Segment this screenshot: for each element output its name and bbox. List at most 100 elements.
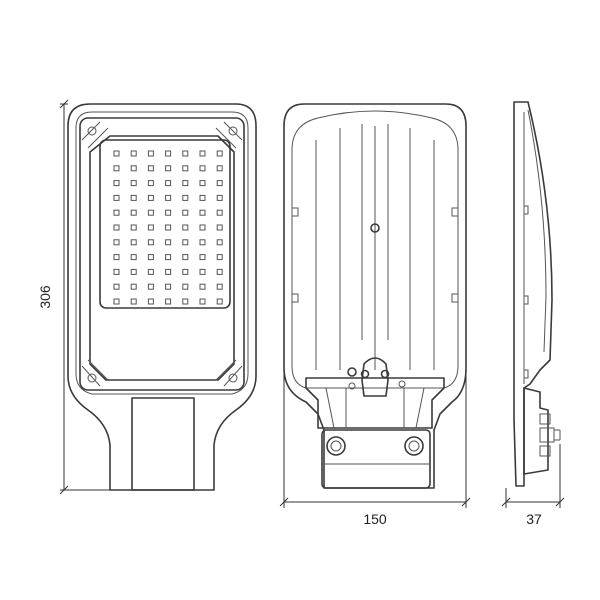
led-chip	[165, 194, 172, 201]
rear-bracket-arms	[325, 387, 425, 429]
led-chip	[216, 150, 223, 157]
cooling-fins	[315, 124, 435, 370]
width-dimension: 150	[279, 370, 471, 527]
led-chip	[147, 224, 154, 231]
led-chip	[130, 283, 137, 290]
led-chip	[130, 209, 137, 216]
led-chip	[216, 180, 223, 187]
led-chip	[199, 268, 206, 275]
front-light-panel	[89, 135, 235, 381]
led-chip	[130, 165, 137, 172]
led-chip	[165, 209, 172, 216]
led-chip	[147, 194, 154, 201]
led-chip	[199, 239, 206, 246]
height-dimension: 306	[37, 99, 110, 495]
side-mount-body	[523, 387, 549, 475]
led-chip	[199, 194, 206, 201]
led-chip	[130, 254, 137, 261]
front-housing-outline	[67, 103, 257, 491]
depth-dimension-label: 37	[526, 511, 542, 527]
side-glass-profile	[527, 109, 547, 353]
led-chip	[147, 209, 154, 216]
led-chip	[130, 224, 137, 231]
led-chip	[130, 150, 137, 157]
led-chip	[165, 150, 172, 157]
led-chip	[216, 254, 223, 261]
led-chip	[113, 283, 120, 290]
led-chip	[165, 224, 172, 231]
led-chip	[182, 298, 189, 305]
led-chip	[130, 268, 137, 275]
led-chip	[147, 283, 154, 290]
led-chip	[165, 268, 172, 275]
led-chip	[199, 209, 206, 216]
led-chip	[199, 254, 206, 261]
led-chip	[216, 268, 223, 275]
led-chip	[182, 239, 189, 246]
led-chip	[165, 180, 172, 187]
led-chip	[182, 268, 189, 275]
depth-dimension: 37	[501, 444, 565, 527]
led-chip	[216, 283, 223, 290]
led-chip	[182, 150, 189, 157]
led-chip	[182, 180, 189, 187]
led-chip	[165, 165, 172, 172]
height-dimension-label: 306	[37, 285, 53, 309]
led-chip	[199, 283, 206, 290]
led-chip	[113, 194, 120, 201]
side-view	[513, 101, 561, 487]
led-chip	[182, 209, 189, 216]
led-chip	[147, 268, 154, 275]
front-view	[67, 103, 257, 491]
rear-mounting-bracket	[305, 377, 445, 429]
led-chip	[113, 224, 120, 231]
led-chip	[216, 224, 223, 231]
led-chip	[199, 224, 206, 231]
led-chip	[165, 254, 172, 261]
rear-view	[283, 103, 467, 489]
led-chip	[130, 180, 137, 187]
rear-center-hole	[370, 223, 380, 233]
led-chip	[216, 194, 223, 201]
rear-housing-inner	[291, 110, 459, 389]
led-chip	[147, 254, 154, 261]
led-chip	[113, 209, 120, 216]
led-chip	[113, 254, 120, 261]
led-chip	[113, 298, 120, 305]
led-chip	[113, 165, 120, 172]
led-chip	[113, 180, 120, 187]
led-chip	[182, 254, 189, 261]
led-chip	[216, 209, 223, 216]
led-chip	[130, 194, 137, 201]
led-chip	[113, 150, 120, 157]
led-chip	[199, 150, 206, 157]
led-chip	[216, 298, 223, 305]
led-chip	[182, 165, 189, 172]
side-tabs	[524, 205, 529, 379]
front-mounting-neck	[131, 397, 195, 491]
led-chip	[182, 194, 189, 201]
led-chip	[147, 180, 154, 187]
led-chip	[147, 298, 154, 305]
led-chip	[113, 239, 120, 246]
side-bolt-fitting	[539, 413, 561, 457]
led-chip	[165, 239, 172, 246]
led-chip	[147, 239, 154, 246]
led-panel	[99, 139, 231, 309]
led-chip	[130, 298, 137, 305]
led-chip	[199, 180, 206, 187]
rear-small-holes	[347, 367, 406, 390]
led-chip	[199, 298, 206, 305]
front-housing-inner-outline	[75, 111, 249, 395]
led-chip	[113, 268, 120, 275]
led-chip	[216, 239, 223, 246]
led-chip	[216, 165, 223, 172]
rear-clamp-bolts	[326, 436, 424, 456]
width-dimension-label: 150	[363, 511, 387, 527]
led-chip	[130, 239, 137, 246]
front-corner-brackets	[81, 121, 243, 387]
led-chip	[182, 283, 189, 290]
rear-clamp-block	[321, 429, 431, 489]
rear-housing-outline	[283, 103, 467, 489]
